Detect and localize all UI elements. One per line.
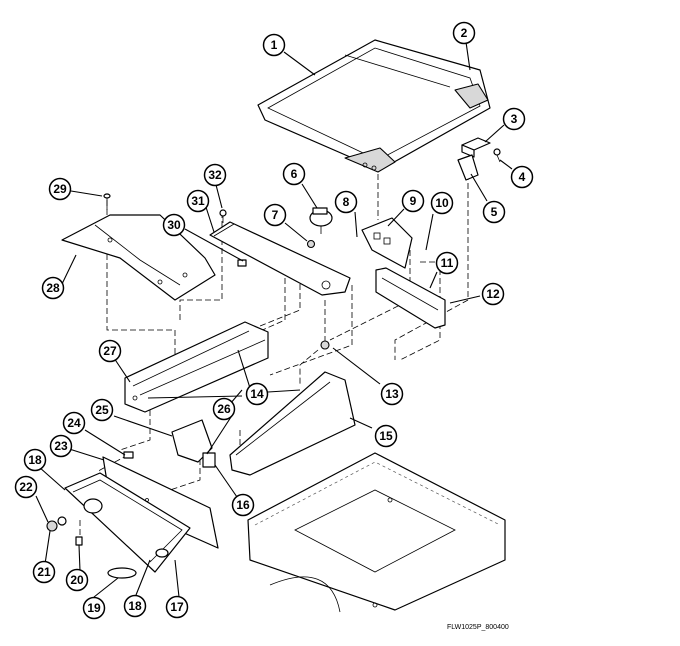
- callout-25: 25: [90, 398, 114, 422]
- svg-text:2: 2: [461, 26, 468, 40]
- svg-text:8: 8: [343, 195, 350, 209]
- callout-2: 2: [452, 21, 476, 45]
- svg-text:28: 28: [46, 281, 60, 295]
- svg-text:11: 11: [441, 256, 454, 270]
- svg-text:3: 3: [511, 112, 518, 126]
- control-board: [361, 217, 413, 269]
- top-panel: [257, 39, 491, 173]
- svg-text:20: 20: [70, 573, 84, 587]
- svg-text:14: 14: [250, 387, 264, 401]
- callout-30: 30: [162, 213, 186, 237]
- pressure-switch: [309, 207, 333, 234]
- callout-21: 21: [32, 560, 56, 584]
- svg-text:7: 7: [272, 208, 279, 222]
- callout-19: 19: [82, 596, 106, 620]
- callout-3: 3: [502, 107, 526, 131]
- callout-20: 20: [65, 568, 89, 592]
- callout-26: 26: [212, 397, 236, 421]
- callouts: 1 2 3 4 5 6 7 8 9 10 11 12 13 14 15 16 1…: [14, 21, 534, 620]
- svg-text:22: 22: [19, 480, 33, 494]
- callout-29: 29: [48, 177, 72, 201]
- leader-lines: [35, 41, 513, 598]
- rear-channel: [124, 321, 269, 413]
- callout-9: 9: [401, 189, 425, 213]
- svg-text:18: 18: [28, 453, 42, 467]
- callout-13: 13: [380, 382, 404, 406]
- svg-text:31: 31: [191, 194, 205, 208]
- svg-text:1: 1: [271, 38, 278, 52]
- drawing-code: FLW1025P_800400: [447, 624, 509, 631]
- callout-11: 11: [435, 251, 459, 275]
- screw: [219, 209, 227, 223]
- mounting-plate: [209, 221, 351, 296]
- callout-32: 32: [203, 163, 227, 187]
- svg-text:26: 26: [217, 402, 231, 416]
- callout-18-bottom: 18: [123, 594, 147, 618]
- callout-14: 14: [245, 382, 269, 406]
- callout-23: 23: [49, 434, 73, 458]
- svg-text:32: 32: [208, 168, 222, 182]
- callout-4: 4: [510, 165, 534, 189]
- callout-17: 17: [165, 595, 189, 619]
- svg-text:17: 17: [170, 600, 184, 614]
- svg-text:9: 9: [410, 194, 417, 208]
- front-channel: [229, 371, 356, 476]
- callout-15: 15: [374, 424, 398, 448]
- callout-16: 16: [231, 493, 255, 517]
- callout-22: 22: [14, 475, 38, 499]
- svg-text:19: 19: [87, 601, 101, 615]
- bracket-plate: [61, 214, 216, 301]
- clip: [123, 451, 134, 459]
- svg-text:25: 25: [95, 403, 109, 417]
- hinge-bracket-assembly: [457, 137, 501, 181]
- small-knob: [75, 536, 83, 546]
- svg-text:12: 12: [486, 287, 500, 301]
- control-panel: [64, 456, 219, 573]
- svg-text:15: 15: [379, 429, 393, 443]
- board-bracket: [375, 267, 446, 329]
- screw-29: [103, 193, 111, 210]
- callout-5: 5: [482, 200, 506, 224]
- svg-text:13: 13: [385, 387, 399, 401]
- knob-assembly: [46, 516, 67, 532]
- lens: [107, 567, 137, 579]
- svg-text:30: 30: [167, 218, 181, 232]
- svg-text:5: 5: [491, 205, 498, 219]
- svg-text:23: 23: [54, 439, 68, 453]
- svg-text:24: 24: [67, 416, 81, 430]
- callout-1: 1: [262, 33, 286, 57]
- callout-10: 10: [430, 191, 454, 215]
- svg-text:27: 27: [103, 344, 117, 358]
- callout-6: 6: [282, 162, 306, 186]
- callout-28: 28: [41, 276, 65, 300]
- svg-text:18: 18: [128, 599, 142, 613]
- callout-8: 8: [334, 190, 358, 214]
- svg-text:4: 4: [519, 170, 526, 184]
- cabinet-base: [247, 452, 506, 613]
- callout-18-left: 18: [23, 448, 47, 472]
- callout-31: 31: [186, 189, 210, 213]
- svg-text:21: 21: [37, 565, 51, 579]
- callout-27: 27: [98, 339, 122, 363]
- svg-text:6: 6: [291, 167, 298, 181]
- svg-text:10: 10: [435, 196, 449, 210]
- callout-24: 24: [62, 411, 86, 435]
- svg-text:16: 16: [236, 498, 250, 512]
- callout-12: 12: [481, 282, 505, 306]
- grommet: [306, 239, 316, 249]
- timer-switch-block: [171, 419, 216, 468]
- callout-7: 7: [263, 203, 287, 227]
- svg-text:29: 29: [53, 182, 67, 196]
- bushing: [320, 340, 330, 350]
